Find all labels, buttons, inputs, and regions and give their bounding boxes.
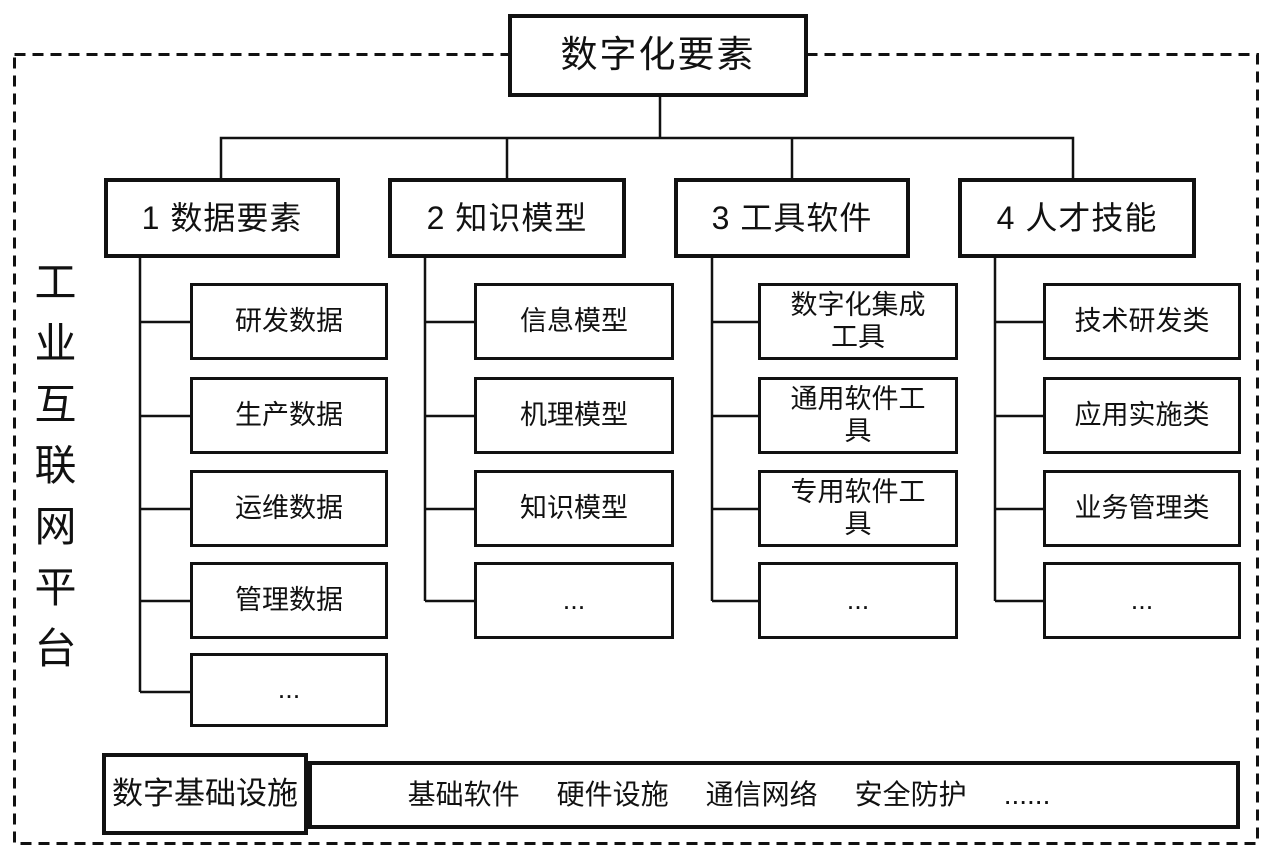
branch-node-tool-software: 3 工具软件 [674, 178, 910, 258]
child-node-ellipsis: ... [1043, 562, 1241, 639]
root-node: 数字化要素 [508, 14, 808, 97]
child-node-ellipsis: ... [474, 562, 674, 639]
child-node: 管理数据 [190, 562, 388, 639]
foundation-item-ellipsis: ...... [1003, 778, 1051, 810]
child-node: 技术研发类 [1043, 283, 1241, 360]
child-node: 数字化集成工具 [758, 283, 958, 360]
child-node: 知识模型 [474, 470, 674, 547]
branch-node-knowledge-models: 2 知识模型 [388, 178, 626, 258]
foundation-item: 硬件设施 [556, 778, 669, 810]
foundation-bar: 基础软件 硬件设施 通信网络 安全防护 ...... [308, 761, 1240, 829]
child-node: 专用软件工具 [758, 470, 958, 547]
branch-node-talent-skills: 4 人才技能 [958, 178, 1196, 258]
child-node: 信息模型 [474, 283, 674, 360]
platform-vertical-label: 工业互联网平台 [29, 260, 76, 687]
foundation-item: 通信网络 [705, 778, 818, 810]
child-node: 运维数据 [190, 470, 388, 547]
foundation-items: 基础软件 硬件设施 通信网络 安全防护 ...... [408, 779, 1141, 811]
child-node: 应用实施类 [1043, 377, 1241, 454]
foundation-label: 数字基础设施 [102, 753, 308, 835]
foundation-item: 基础软件 [407, 778, 520, 810]
child-node: 研发数据 [190, 283, 388, 360]
child-node-ellipsis: ... [190, 653, 388, 727]
child-node-ellipsis: ... [758, 562, 958, 639]
child-node: 业务管理类 [1043, 470, 1241, 547]
foundation-item: 安全防护 [854, 778, 967, 810]
child-node: 机理模型 [474, 377, 674, 454]
child-node: 生产数据 [190, 377, 388, 454]
child-node: 通用软件工具 [758, 377, 958, 454]
branch-node-data-elements: 1 数据要素 [104, 178, 340, 258]
